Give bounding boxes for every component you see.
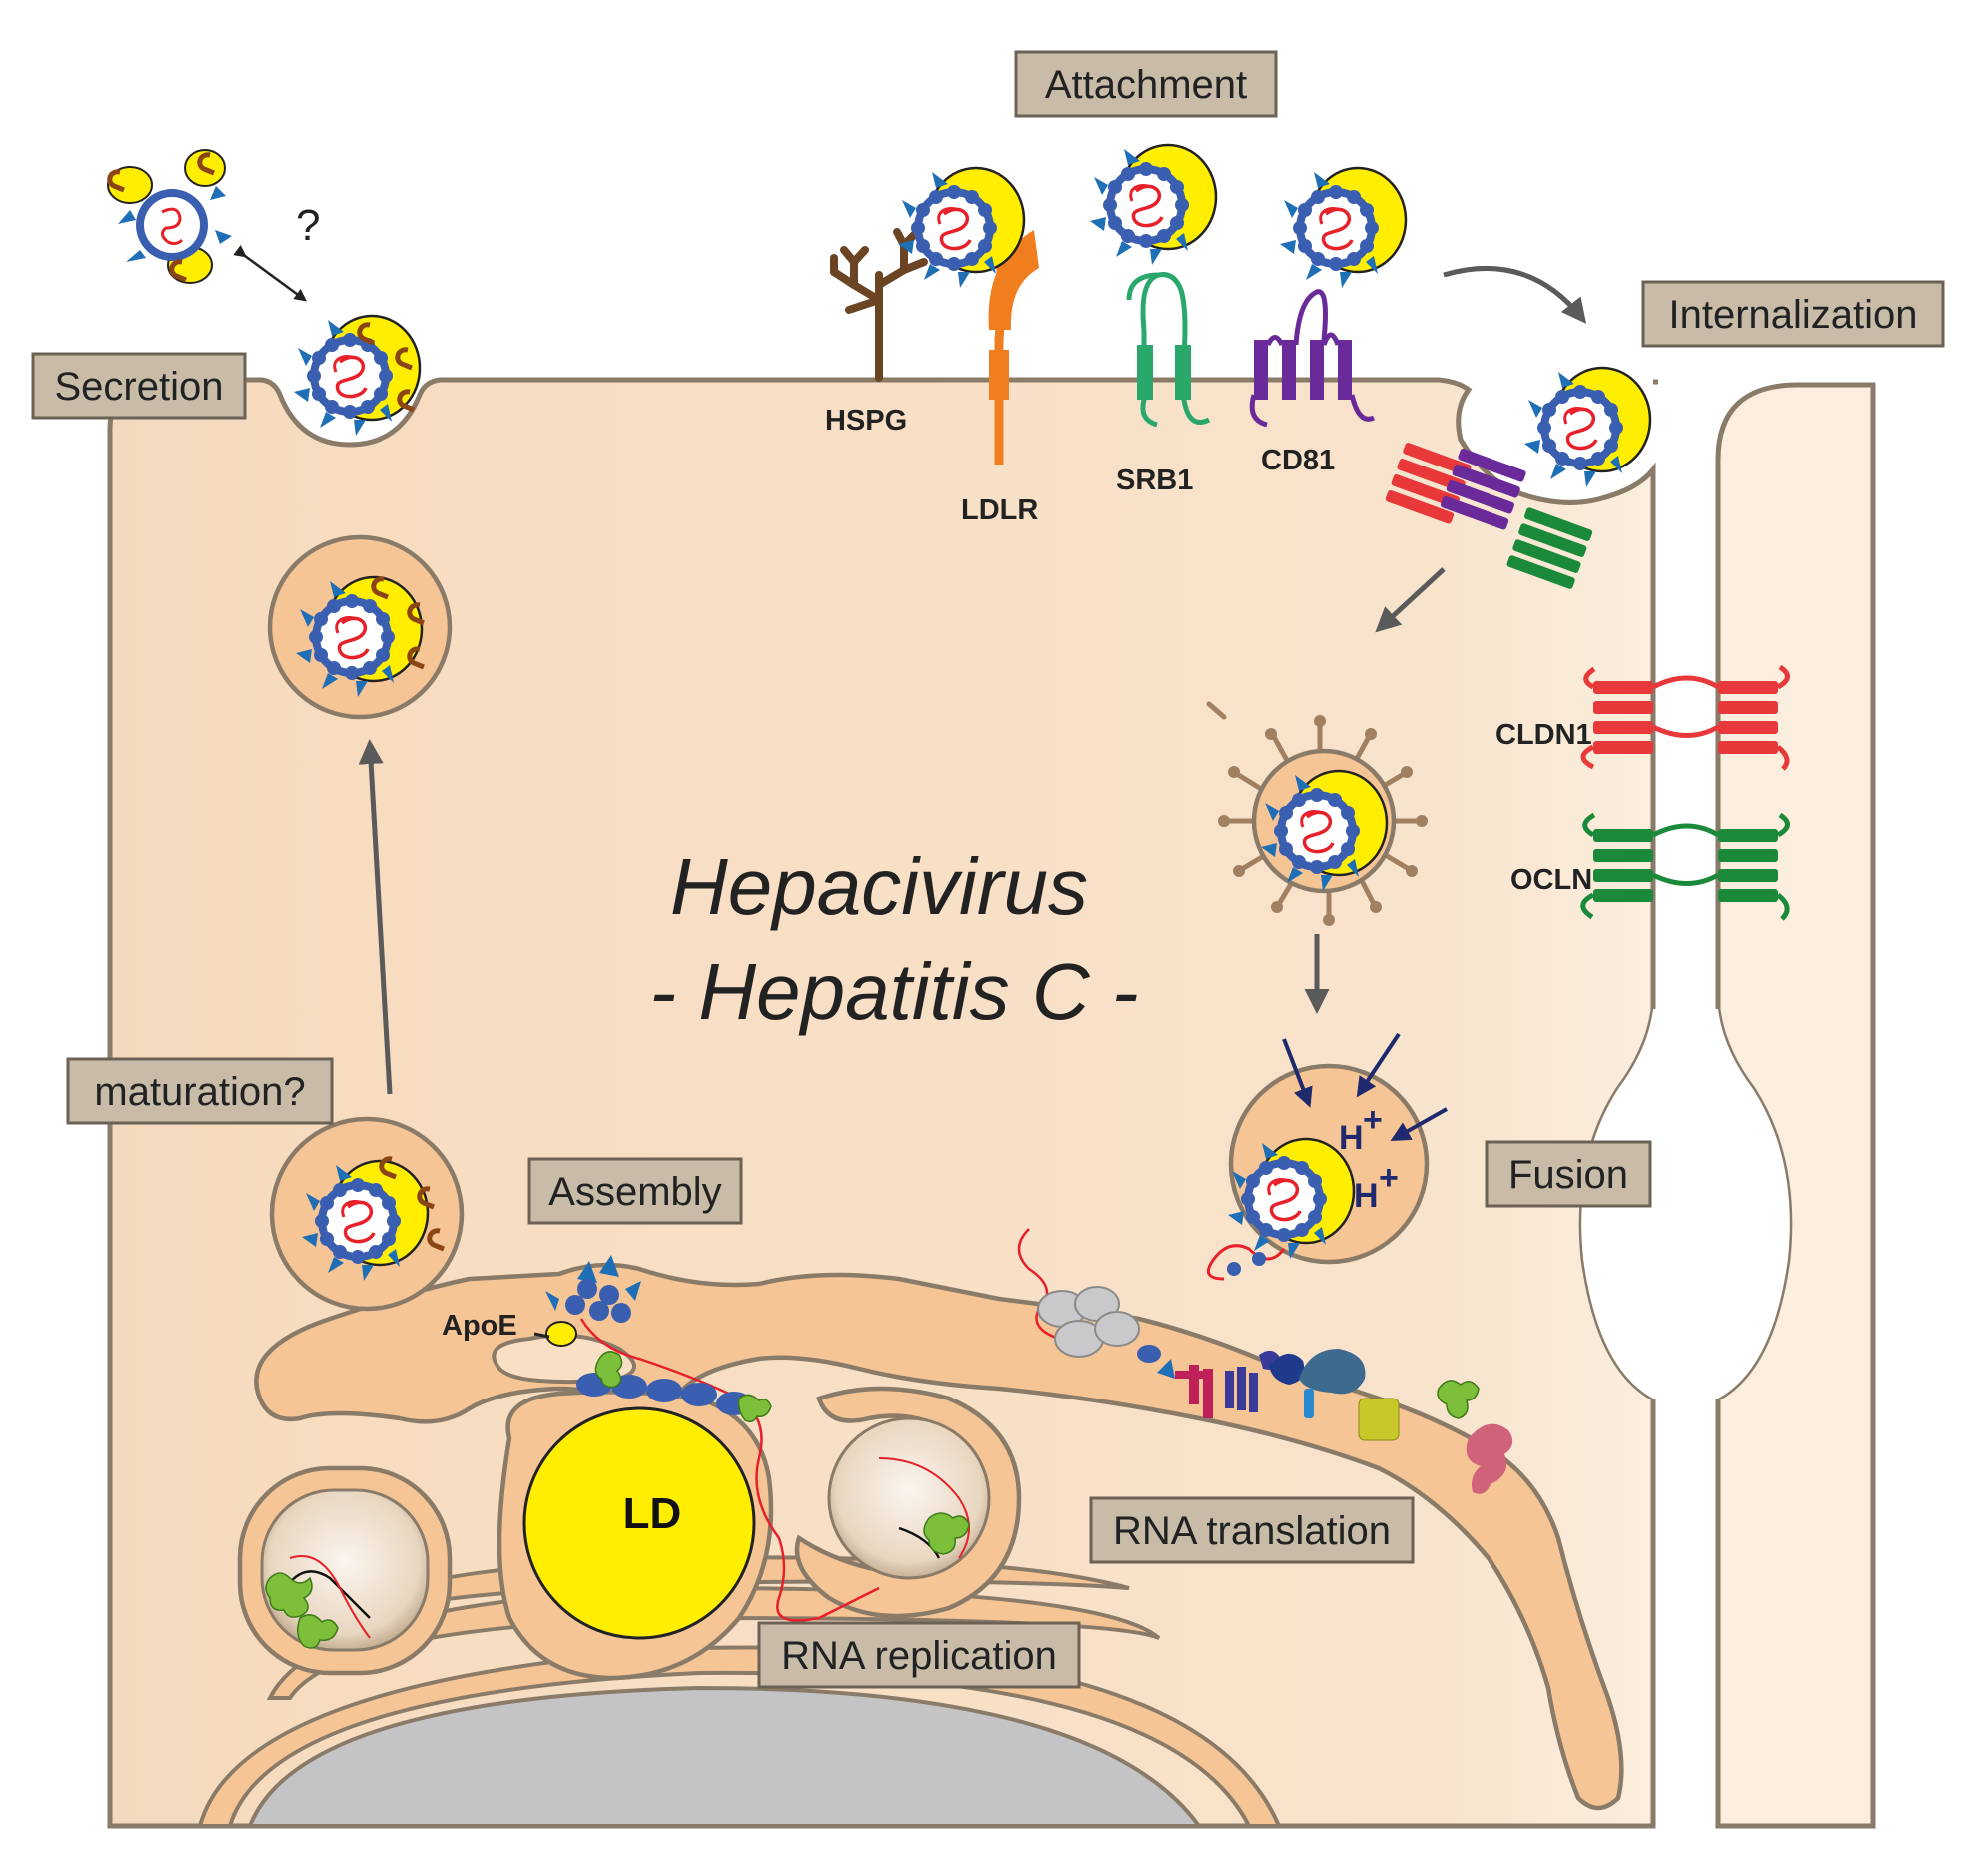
cldn1-proteins [1580,664,1790,771]
tight-junction-space [1581,1009,1790,1399]
stage-internalization: Internalization [1641,280,1945,348]
proton-1: H [1339,1119,1364,1157]
virion-at-cd81 [1278,166,1408,290]
er-sheet-lower [197,1645,1283,1828]
internalization-receptor-complex [1385,443,1593,589]
svg-text:Secretion: Secretion [55,365,224,409]
exchange-arrow [233,245,308,302]
svg-text:Attachment: Attachment [1045,63,1247,107]
svg-text:maturation?: maturation? [94,1070,305,1114]
hspg-receptor [830,228,928,382]
lipid-droplet [522,1406,756,1640]
arrow-to-internalization [1443,266,1587,324]
arrow-to-endocytosis [1375,567,1446,633]
stage-rna-translation: RNA translation [1089,1496,1415,1564]
label-cldn1: CLDN1 [1495,719,1592,751]
srb1-tm2 [1175,345,1191,400]
stage-rna-replication: RNA replication [757,1621,1081,1689]
ribosomes [1037,1286,1140,1358]
proton-arrows [1282,1032,1448,1141]
srb1-tm1 [1137,345,1153,400]
svg-text:Fusion: Fusion [1508,1153,1628,1197]
label-ld: LD [623,1489,682,1538]
stage-maturation: maturation? [66,1057,334,1125]
cd81-receptor [1254,340,1352,400]
arrow-maturation [358,739,393,1095]
er-sheet-middle [266,1585,1161,1700]
diagram-title-line1: Hepacivirus [670,842,1088,931]
svg-text:+: + [1379,1159,1399,1197]
svg-text:RNA replication: RNA replication [781,1634,1057,1678]
label-ldlr: LDLR [961,494,1038,526]
label-apoe: ApoE [442,1310,517,1342]
polyprotein [1137,1345,1513,1494]
released-lipoviroparticle [107,149,232,284]
svg-text:Internalization: Internalization [1668,293,1917,337]
stage-assembly: Assembly [527,1157,743,1225]
virion-at-srb1 [1088,143,1218,267]
stage-attachment: Attachment [1014,50,1278,118]
stage-fusion: Fusion [1485,1140,1652,1208]
svg-text:+: + [1363,1101,1383,1139]
srb1-receptor [1126,272,1211,428]
viral-rna-strand [579,1318,880,1622]
label-cd81: CD81 [1261,445,1335,476]
diagram-title-line2: - Hepatitis C - [650,947,1139,1036]
stage-secretion: Secretion [31,352,247,420]
ocln-proteins [1580,812,1790,921]
svg-text:Assembly: Assembly [548,1170,721,1214]
double-membrane-vesicle-middle [794,1386,1022,1619]
label-hspg: HSPG [825,405,907,437]
label-ocln: OCLN [1510,864,1592,896]
proton-2: H [1354,1177,1379,1215]
double-membrane-vesicle-left [237,1465,453,1676]
virion-secretion [292,314,422,438]
label-srb1: SRB1 [1116,465,1193,496]
svg-text:RNA translation: RNA translation [1113,1509,1391,1553]
exchange-question-mark: ? [296,201,320,250]
nucleus [247,1685,1203,1828]
assembly-budding-virion [533,1255,641,1347]
